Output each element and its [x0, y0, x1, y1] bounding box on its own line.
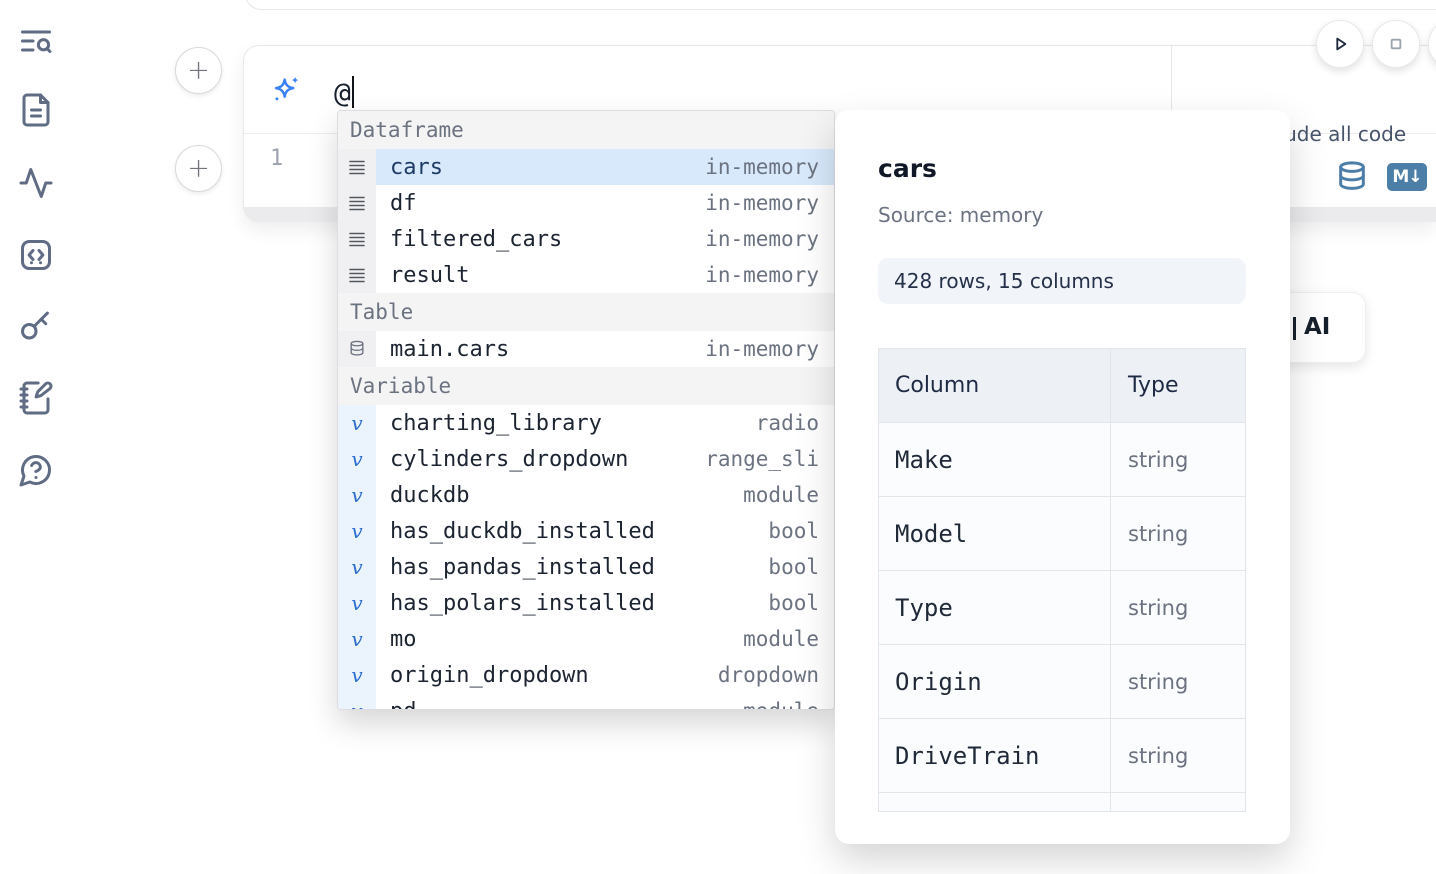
- code-snippets-icon: [18, 240, 54, 277]
- notebook-pen-icon: [18, 381, 54, 420]
- dataframe-icon: [338, 257, 376, 293]
- section-header-variable: Variable: [338, 367, 834, 405]
- table-row: Make string: [879, 423, 1245, 497]
- prompt-text: @: [334, 75, 351, 109]
- markdown-convert-button[interactable]: M↓: [1387, 163, 1427, 191]
- add-cell-below-button[interactable]: +: [175, 145, 222, 192]
- database-icon: [1339, 161, 1365, 190]
- dataframe-icon: [338, 221, 376, 257]
- dataframe-preview-panel: cars Source: memory 428 rows, 15 columns…: [835, 110, 1290, 844]
- datasources-button[interactable]: [1335, 160, 1369, 194]
- stop-button[interactable]: [1372, 20, 1420, 68]
- sparkles-icon: [270, 74, 302, 106]
- list-search-icon: [18, 30, 54, 63]
- variable-icon: v: [338, 441, 376, 477]
- variable-icon: v: [338, 477, 376, 513]
- preview-title: cars: [878, 154, 937, 183]
- shape-badge: 428 rows, 15 columns: [878, 258, 1246, 304]
- ai-prompt-input[interactable]: @: [334, 74, 355, 110]
- variable-icon: v: [338, 621, 376, 657]
- schema-header-row: Column Type: [879, 349, 1245, 423]
- key-icon: [18, 311, 54, 348]
- sidebar-item-files[interactable]: [18, 92, 54, 128]
- help-chat-icon: [18, 454, 54, 492]
- sidebar-item-snippets[interactable]: [18, 237, 54, 273]
- table-row: Model string: [879, 497, 1245, 571]
- column-header: Column: [879, 349, 1111, 422]
- text-caret: [351, 76, 355, 108]
- table-row: Type string: [879, 571, 1245, 645]
- table-row-partial: [879, 793, 1245, 811]
- header-divider: [1171, 46, 1172, 134]
- dropdown-item-pd[interactable]: v pdmodule: [338, 693, 834, 709]
- code-editor-area[interactable]: 1 M↓: [244, 134, 1436, 207]
- table-row: Origin string: [879, 645, 1245, 719]
- ai-button-label: AI: [1304, 314, 1331, 340]
- variable-icon: v: [338, 549, 376, 585]
- sidebar-item-scratchpad[interactable]: [18, 380, 54, 416]
- add-cell-above-button[interactable]: +: [175, 47, 222, 94]
- dataframe-icon: [338, 149, 376, 185]
- variable-icon: v: [338, 657, 376, 693]
- file-text-icon: [18, 93, 54, 132]
- line-number: 1: [270, 146, 284, 171]
- section-header-dataframe: Dataframe: [338, 111, 834, 149]
- clipped-letter-fragment: [1293, 317, 1296, 340]
- variable-icon: v: [338, 693, 376, 709]
- sidebar-item-secrets[interactable]: [18, 308, 54, 344]
- variable-icon: v: [338, 405, 376, 441]
- variable-icon: v: [338, 585, 376, 621]
- sidebar-item-help[interactable]: [18, 452, 54, 488]
- stop-icon: [1390, 38, 1402, 50]
- variable-icon: v: [338, 513, 376, 549]
- run-cell-button[interactable]: [1316, 20, 1364, 68]
- schema-table: Column Type Make string Model string Typ…: [878, 348, 1246, 812]
- type-header: Type: [1128, 373, 1179, 398]
- activity-icon: [18, 168, 54, 205]
- sidebar-item-tracing[interactable]: [18, 165, 54, 201]
- preview-source: Source: memory: [878, 203, 1044, 227]
- play-icon: [1336, 37, 1347, 51]
- dataframe-icon: [338, 185, 376, 221]
- table-row: DriveTrain string: [879, 719, 1245, 793]
- previous-cell-edge: [245, 0, 1436, 10]
- section-header-table: Table: [338, 293, 834, 331]
- database-icon: [338, 331, 376, 367]
- sidebar-item-search[interactable]: [18, 23, 54, 59]
